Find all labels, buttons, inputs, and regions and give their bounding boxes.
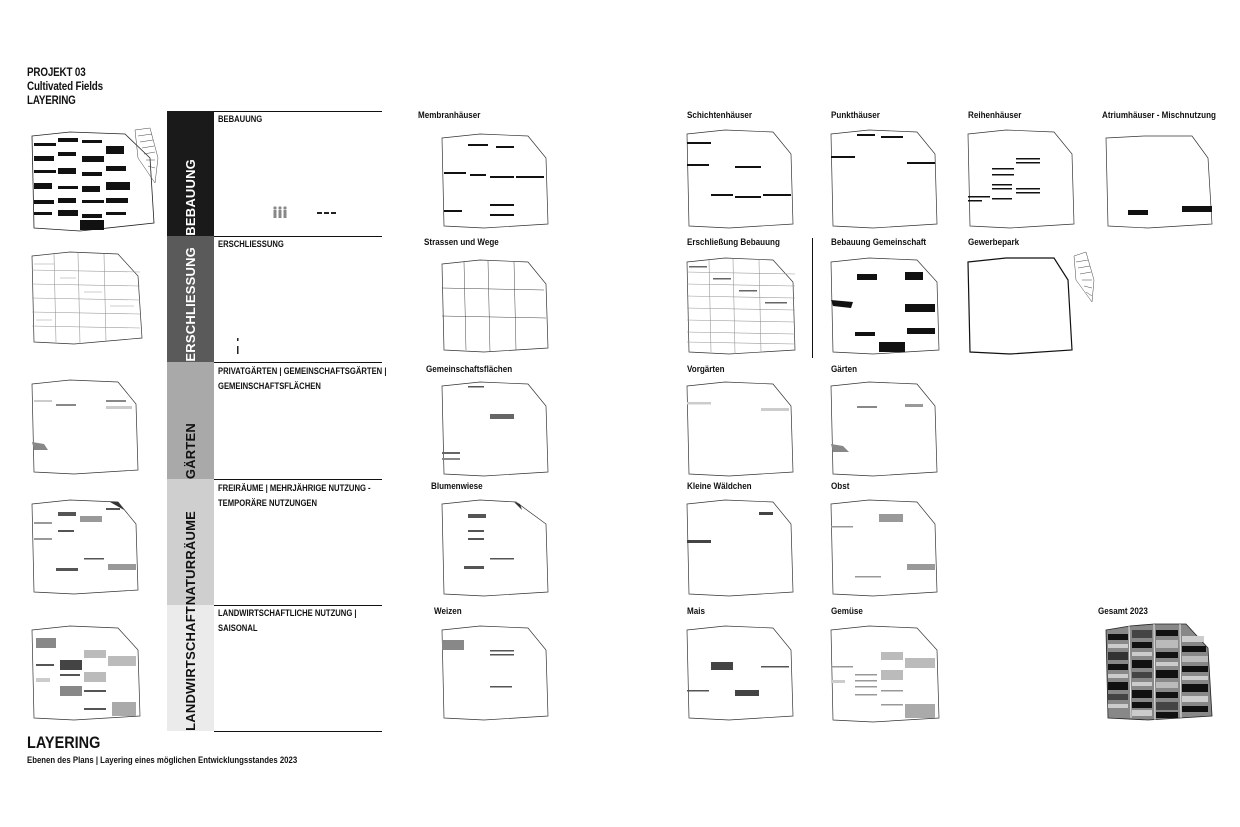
divider-line bbox=[214, 236, 382, 237]
band-label-naturraeume: NATURRÄUME bbox=[183, 510, 198, 605]
title-schichtenhaeuser: Schichtenhäuser bbox=[687, 110, 753, 121]
divider-line bbox=[214, 362, 382, 363]
title-reihenhaeuser: Reihenhäuser bbox=[968, 110, 1022, 121]
scale-figures-icon bbox=[273, 206, 336, 218]
panel-text-gaerten: PRIVATGÄRTEN | GEMEINSCHAFTSGÄRTEN | GEM… bbox=[218, 366, 387, 391]
site-plan-mais bbox=[686, 625, 794, 721]
site-plan-weizen bbox=[441, 625, 549, 721]
site-plan-gemuese bbox=[830, 625, 940, 723]
panel-text-bebauung: BEBAUUNG bbox=[218, 114, 263, 124]
site-plan-reihenhaeuser bbox=[967, 129, 1075, 229]
site-plan-atriumhaeuser bbox=[1105, 135, 1213, 229]
site-plan-vorgaerten bbox=[686, 381, 794, 477]
site-plan-gaerten-overview bbox=[31, 379, 139, 475]
title-gewerbepark: Gewerbepark bbox=[968, 237, 1020, 248]
site-plan-landwirtschaft-overview bbox=[31, 625, 141, 721]
site-plan-blumenwiese bbox=[441, 499, 549, 597]
title-gesamt: Gesamt 2023 bbox=[1098, 606, 1148, 617]
site-plan-erschliessung-overview bbox=[31, 251, 143, 345]
site-plan-kleine-waeldchen bbox=[686, 499, 794, 597]
caption-subtitle: Ebenen des Plans | Layering eines möglic… bbox=[27, 755, 298, 766]
site-plan-gesamt bbox=[1105, 623, 1213, 721]
divider-line bbox=[214, 731, 382, 732]
title-gemeinschaftsflaechen: Gemeinschaftsflächen bbox=[426, 364, 513, 375]
band-erschliessung: ERSCHLIESSUNG bbox=[167, 236, 214, 362]
site-plan-gewerbepark bbox=[967, 251, 1095, 355]
title-weizen: Weizen bbox=[434, 606, 462, 617]
site-plan-gaerten bbox=[830, 381, 938, 477]
band-label-bebauung: BEBAUUNG bbox=[183, 159, 198, 236]
band-label-landwirtschaft: LANDWIRTSCHAFT bbox=[183, 606, 198, 731]
title-gemuese: Gemüse bbox=[831, 606, 863, 617]
band-bebauung: BEBAUUNG bbox=[167, 111, 214, 236]
site-plan-erschliessung-bebauung bbox=[686, 257, 796, 355]
site-plan-schichtenhaeuser bbox=[686, 129, 794, 229]
site-plan-punkthaeuser bbox=[830, 129, 938, 229]
title-atriumhaeuser: Atriumhäuser - Mischnutzung bbox=[1102, 110, 1216, 121]
site-plan-obst bbox=[830, 499, 938, 597]
separator-line bbox=[812, 238, 813, 358]
title-blumenwiese: Blumenwiese bbox=[431, 481, 483, 492]
divider-line bbox=[214, 479, 382, 480]
panel-text-landwirtschaft: LANDWIRTSCHAFTLICHE NUTZUNG | SAISONAL bbox=[218, 608, 357, 633]
title-erschliessung-bebauung: Erschließung Bebauung bbox=[687, 237, 780, 248]
title-punkthaeuser: Punkthäuser bbox=[831, 110, 880, 121]
band-gaerten: GÄRTEN bbox=[167, 362, 214, 479]
title-obst: Obst bbox=[831, 481, 850, 492]
caption-title: LAYERING bbox=[27, 733, 101, 752]
title-vorgaerten: Vorgärten bbox=[687, 364, 725, 375]
site-plan-membranhaeuser bbox=[441, 133, 549, 229]
title-mais: Mais bbox=[687, 606, 705, 617]
project-number: PROJEKT 03 bbox=[27, 65, 86, 79]
site-plan-gemeinschaftsflaechen bbox=[441, 381, 549, 477]
site-plan-bebauung-overview bbox=[31, 127, 159, 232]
scale-marker-icon bbox=[237, 338, 239, 354]
divider-line bbox=[214, 605, 382, 606]
band-label-gaerten: GÄRTEN bbox=[183, 422, 198, 479]
project-title: Cultivated Fields bbox=[27, 79, 103, 93]
divider-line bbox=[214, 111, 382, 112]
site-plan-bebauung-gemeinschaft bbox=[830, 257, 940, 355]
band-naturraeume: NATURRÄUME bbox=[167, 479, 214, 605]
band-label-erschliessung: ERSCHLIESSUNG bbox=[183, 247, 198, 362]
panel-text-naturraeume: FREIRÄUME | MEHRJÄHRIGE NUTZUNG - TEMPOR… bbox=[218, 483, 371, 508]
site-plan-naturraeume-overview bbox=[31, 499, 139, 595]
title-gaerten: Gärten bbox=[831, 364, 858, 375]
band-landwirtschaft: LANDWIRTSCHAFT bbox=[167, 605, 214, 731]
site-plan-strassen bbox=[441, 259, 549, 353]
title-membranhaeuser: Membranhäuser bbox=[418, 110, 481, 121]
title-strassen: Strassen und Wege bbox=[424, 237, 499, 248]
title-bebauung-gemeinschaft: Bebauung Gemeinschaft bbox=[831, 237, 927, 248]
project-subtitle: LAYERING bbox=[27, 93, 76, 107]
panel-text-erschliessung: ERSCHLIESSUNG bbox=[218, 239, 284, 249]
title-kleine-waeldchen: Kleine Wäldchen bbox=[687, 481, 752, 492]
